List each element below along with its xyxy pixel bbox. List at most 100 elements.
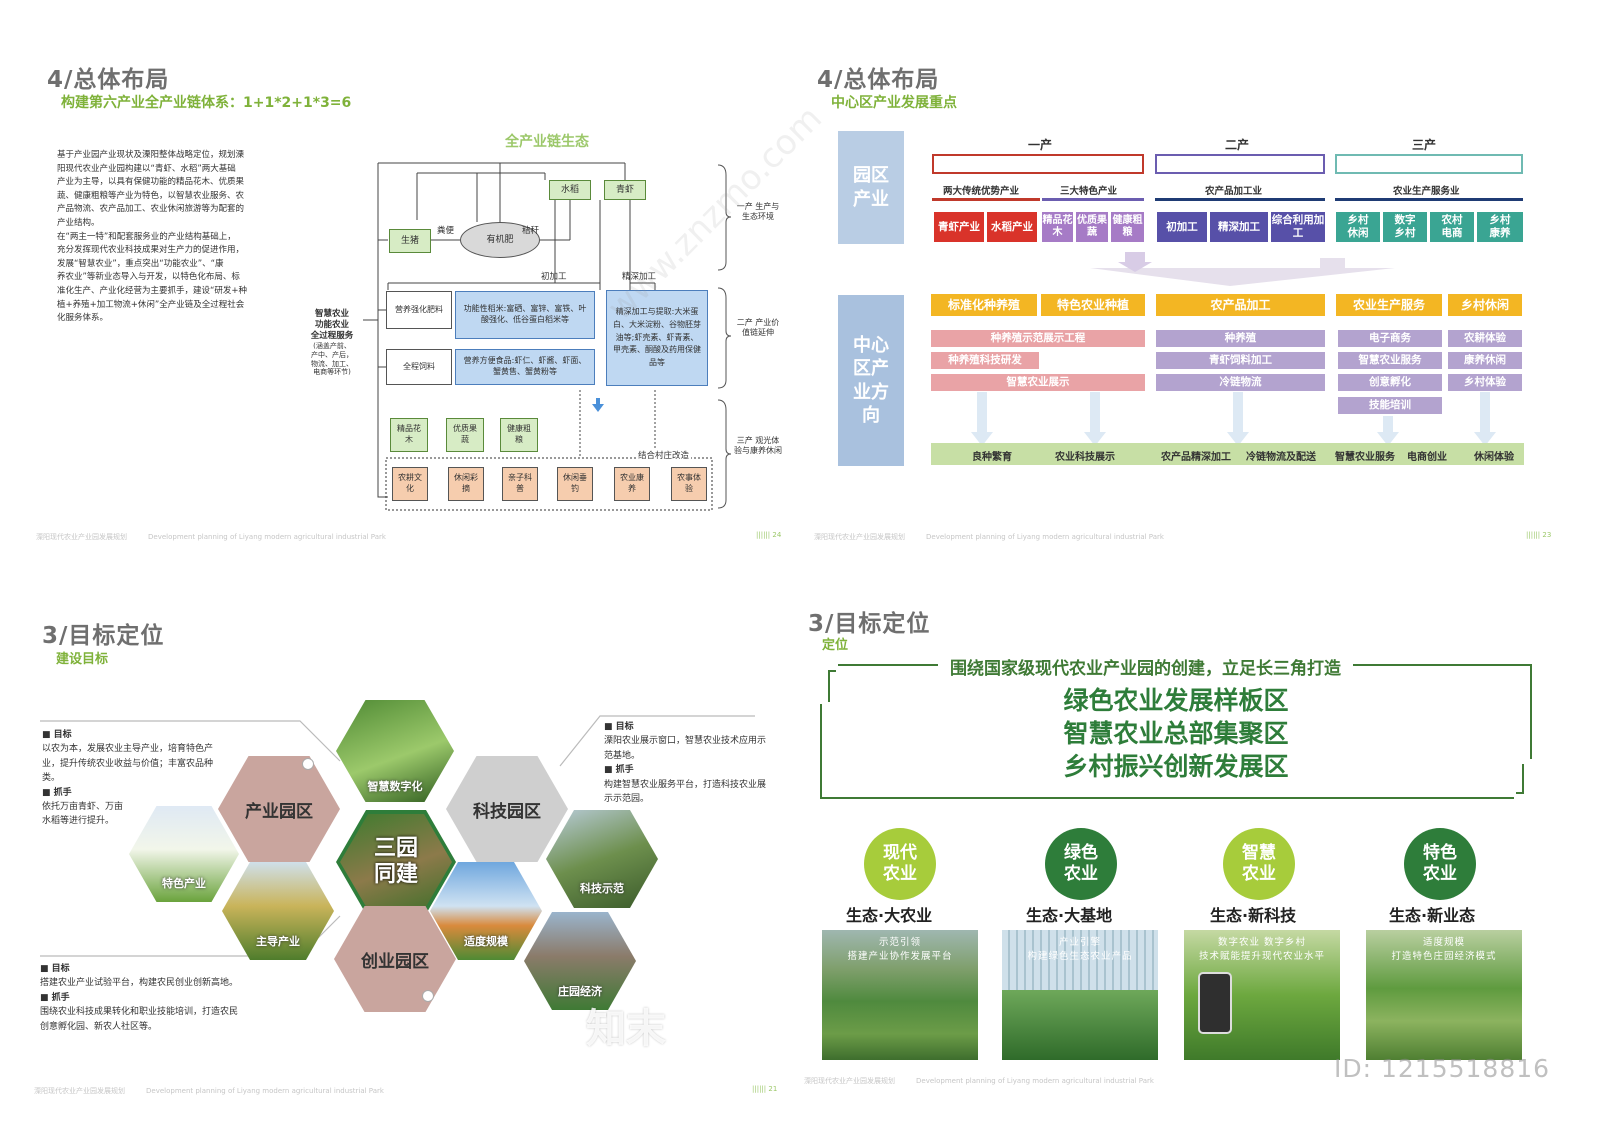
node-jingpin: 精品花木 [390,418,428,452]
direction-item: 康养休闲 [1448,352,1522,369]
cell-tertiary: 乡村休闲 [1336,212,1380,242]
direction-item: 种养殖科技研发 [931,352,1039,369]
hex-startup-park: 创业园区 [334,906,456,1012]
page-center-industry: 4/总体布局 中心区产业发展重点 园区产业 中心区产业方向 一产 二产 三产 两… [800,0,1600,566]
cell-tertiary: 数字乡村 [1383,212,1427,242]
hex-dot [422,990,434,1002]
cell-tertiary: 农村电商 [1430,212,1474,242]
side-label-primary: 一产 生产与生态环境 [736,202,780,222]
node-youjifei: 有机肥 [460,222,540,258]
block-park-industry: 园区产业 [838,131,904,244]
label-chujiagong: 初加工 [541,272,567,282]
leisure-item: 休闲彩摘 [448,467,484,501]
badge-smart: 智慧农业 [1223,828,1295,900]
cell-primary: 青虾产业 [934,212,984,242]
hex-industry-park: 产业园区 [218,756,340,862]
outcome-item: 休闲体验 [1474,452,1514,463]
label-fenbian: 粪便 [437,226,455,236]
direction-head: 农业生产服务 [1336,294,1442,316]
node-shengzhu: 生猪 [389,229,431,253]
direction-head: 特色农业种植 [1041,294,1145,316]
badge-green: 绿色农业 [1045,828,1117,900]
group-rule [1155,198,1325,201]
watermark-logo: 知末 [586,1006,666,1052]
group-rule [1042,198,1144,201]
hex-rural-revival: 科技示范 [546,810,658,908]
page-title: 3/目标定位 [42,623,165,649]
direction-item: 创意孵化 [1338,374,1442,391]
node-youzhi: 优质果蔬 [446,418,484,452]
hex-estate-economy: 庄园经济 [524,912,636,1010]
page-title: 4/总体布局 [47,67,170,93]
group-rule [1335,198,1523,201]
node-yingyang: 营养强化肥料 [386,291,452,329]
node-qingxia: 青虾 [604,180,646,200]
block-center-direction: 中心区产业方向 [838,295,904,466]
group-rule [932,198,1040,201]
side-label-tertiary: 三产 观光体验与康养休闲 [734,436,782,456]
photo-caption: 数字农业 数字乡村技术赋能提升现代农业水平 [1198,937,1325,963]
label-jiegan: 秸秆 [522,226,540,236]
positioning-lines: 绿色农业发展样板区智慧农业总部集聚区乡村振兴创新发展区 [1063,686,1289,781]
direction-item: 技能培训 [1338,397,1442,414]
tier-label: 三产 [1412,138,1437,152]
node-jingshentiqu: 精深加工与提取:大米蛋白、大米淀粉、谷物胚芽油等;虾壳素、虾青素、甲壳素、酮酸及… [606,290,708,386]
card-tagline: 生态·新科技 [1210,906,1297,925]
cell-secondary: 精深加工 [1210,212,1268,242]
page-subtitle: 中心区产业发展重点 [831,95,957,111]
outcome-item: 良种繁育 [972,452,1012,463]
page-subtitle: 定位 [822,638,849,653]
footer: 溧阳现代农业产业园发展规划 Development planning of Li… [814,533,1164,541]
group-label: 农业生产服务业 [1393,186,1460,197]
footer: 溧阳现代农业产业园发展规划 Development planning of Li… [36,533,386,541]
card-tagline: 生态·大基地 [1026,906,1113,925]
direction-item: 青虾饲料加工 [1156,352,1325,369]
label-jingshen: 精深加工 [622,272,657,282]
cell-primary: 优质果蔬 [1076,212,1108,242]
node-jiankang: 健康粗粮 [500,418,538,452]
group-label: 三大特色产业 [1060,186,1118,197]
photo-caption: 适度规模打造特色庄园经济模式 [1391,937,1497,963]
group-label: 两大传统优势产业 [943,186,1020,197]
direction-item: 智慧农业展示 [931,374,1145,391]
direction-head: 农产品加工 [1156,294,1325,316]
leisure-item: 休闲垂钓 [557,467,593,501]
tier-label: 一产 [1028,138,1053,152]
positioning-banner: 围绕国家级现代农业产业园的创建，立足长三角打造 [938,654,1353,679]
leisure-item: 农业康养 [614,467,650,501]
page-title: 4/总体布局 [817,67,940,93]
group-label: 农产品加工业 [1205,186,1263,197]
photo-smart-crop [1184,930,1340,1060]
cell-secondary: 综合利用加工 [1271,212,1325,242]
frame-corner [1516,764,1524,794]
callout-startup: ■ 目标 搭建农业产业试验平台，构建农民创业创新高地。 ■ 抓手 围绕农业科技成… [40,964,239,1032]
direction-head: 标准化种养殖 [931,294,1037,316]
tier-frame [1155,154,1325,174]
photo-caption: 示范引领搭建产业协作发展平台 [847,937,953,963]
frame-corner [828,670,836,702]
page-title: 3/目标定位 [808,611,931,637]
watermark-id: ID: 1215518816 [1334,1054,1551,1083]
cell-primary: 健康粗粮 [1111,212,1144,242]
page-subtitle: 建设目标 [56,652,109,667]
cell-tertiary: 乡村康养 [1477,212,1523,242]
photo-caption: 产业引擎构建绿色生态农业产品 [1027,937,1133,963]
page-number: |||||| 23 [1526,531,1552,539]
leisure-item: 农耕文化 [392,467,428,501]
outcome-item: 电商创业 [1407,452,1447,463]
direction-head: 乡村休闲 [1448,294,1522,316]
outcome-item: 农业科技展示 [1055,452,1115,463]
leisure-item: 亲子科普 [502,467,538,501]
node-quancheng: 全程饲料 [386,349,452,385]
outcome-bar [931,443,1524,465]
eco-title: 全产业链生态 [505,134,589,150]
direction-item: 冷链物流 [1156,374,1325,391]
direction-item: 电子商务 [1338,330,1442,347]
footer: 溧阳现代农业产业园发展规划 Development planning of Li… [34,1087,384,1095]
footer: 溧阳现代农业产业园发展规划 Development planning of Li… [804,1077,1154,1085]
callout-industry: ■ 目标 以农为本，发展农业主导产业，培育特色产业，提升传统农业收益与价值；丰富… [42,730,214,827]
node-gongnengxing: 功能性稻米:富硒、富锌、富铁、叶酸强化、低谷蛋白稻米等 [455,291,595,339]
cell-primary: 精品花木 [1042,212,1073,242]
outcome-item: 农产品精深加工 [1161,452,1231,463]
tier-frame [932,154,1144,174]
